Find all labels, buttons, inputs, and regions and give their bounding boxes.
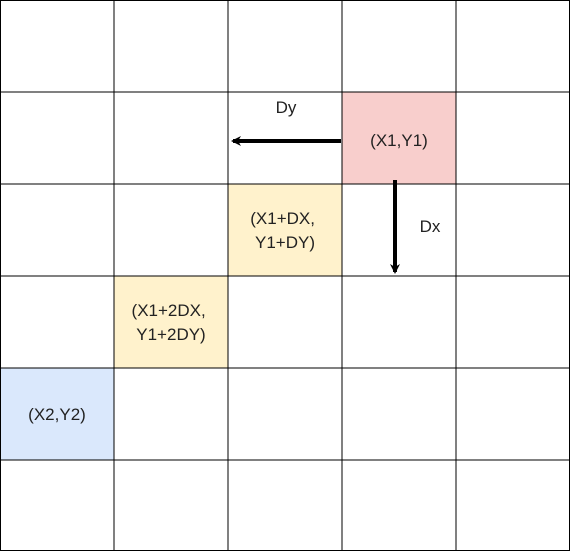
cell-step2-bg bbox=[114, 276, 228, 368]
cell-step2-label: (X1+2DX, Y1+2DY) bbox=[132, 301, 211, 344]
cell-start-bg bbox=[342, 92, 456, 184]
cell-end-bg bbox=[0, 368, 114, 460]
cell-end-label: (X2,Y2) bbox=[28, 405, 86, 424]
cell-step1-label-line2: Y1+DY) bbox=[255, 233, 315, 252]
cell-step1-label: (X1+DX, Y1+DY) bbox=[250, 209, 319, 252]
cell-step1-bg bbox=[228, 184, 342, 276]
dx-arrow-label: Dx bbox=[420, 217, 441, 236]
dy-arrow-label: Dy bbox=[276, 98, 297, 117]
cell-step2-label-line1: (X1+2DX, bbox=[132, 301, 206, 320]
cell-step2-label-line2: Y1+2DY) bbox=[136, 325, 205, 344]
cell-start-label: (X1,Y1) bbox=[370, 131, 428, 150]
cell-step1-label-line1: (X1+DX, bbox=[250, 209, 315, 228]
